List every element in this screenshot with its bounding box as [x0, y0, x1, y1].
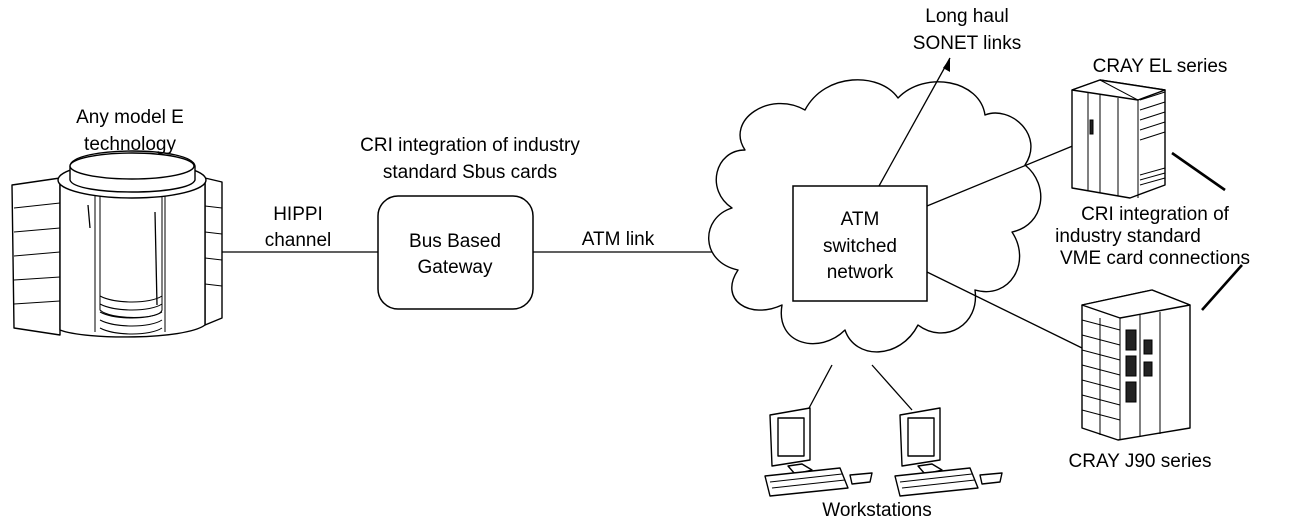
workstation-2 — [894, 407, 1003, 497]
atm-network-label-line2: switched — [823, 236, 897, 257]
cri-sbus-label-line2: standard Sbus cards — [383, 162, 557, 183]
workstation-2-line — [871, 364, 913, 411]
long-haul-label-line2: SONET links — [913, 33, 1021, 54]
cray-el-computer — [1071, 79, 1166, 199]
hippi-label-line1: HIPPI — [273, 204, 323, 225]
any-model-label-line2: technology — [84, 134, 176, 155]
atm-network-label-line1: ATM — [841, 209, 880, 230]
j90-connection-line — [926, 271, 1083, 349]
bus-based-gateway-box — [377, 195, 534, 310]
workstation-1 — [764, 407, 873, 497]
gateway-label-line2: Gateway — [418, 257, 493, 278]
atm-link-label: ATM link — [582, 229, 655, 250]
cray-j90-label: CRAY J90 series — [1069, 451, 1212, 472]
long-haul-arrow — [878, 57, 951, 187]
vme-connector-bottom — [1201, 264, 1243, 311]
atm-switch-box — [792, 185, 928, 302]
gateway-label-line1: Bus Based — [409, 231, 501, 252]
el-connection-line — [926, 144, 1076, 207]
vme-connector-top — [1171, 151, 1226, 192]
long-haul-label-line1: Long haul — [925, 6, 1008, 27]
hippi-label-line2: channel — [265, 230, 332, 251]
workstation-1-line — [807, 364, 833, 411]
cray-j90-computer — [1081, 289, 1191, 441]
any-model-label-line1: Any model E — [76, 107, 184, 128]
cri-vme-label-line1: CRI integration of — [1081, 204, 1230, 225]
cri-sbus-label-line1: CRI integration of industry — [360, 135, 580, 156]
cray-model-e-computer — [11, 150, 223, 338]
cray-el-label: CRAY EL series — [1093, 56, 1228, 77]
atm-network-label-line3: network — [827, 262, 894, 283]
cri-vme-label-line3: VME card connections — [1060, 248, 1250, 269]
workstations-label: Workstations — [822, 500, 931, 521]
cri-vme-label-line2: industry standard — [1055, 226, 1201, 247]
